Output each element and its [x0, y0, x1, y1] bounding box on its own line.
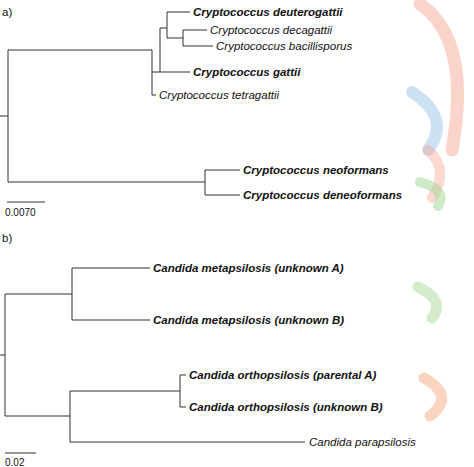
scale-bar	[7, 202, 45, 203]
taxon-label: Cryptococcus gattii	[193, 66, 300, 79]
scale-value: 0.02	[5, 456, 24, 467]
taxon-label: Cryptococcus deneoformans	[243, 189, 402, 202]
taxon-label: Cryptococcus deuterogattii	[193, 6, 343, 19]
tree-b	[0, 268, 305, 453]
scale-value: 0.0070	[5, 206, 36, 219]
taxon-label: Candida orthopsilosis (unknown B)	[189, 401, 383, 414]
taxon-label: Cryptococcus bacillisporus	[216, 40, 352, 53]
taxon-label: Candida metapsilosis (unknown B)	[153, 314, 344, 327]
panel-letter: a)	[2, 6, 12, 19]
taxon-label: Candida parapsilosis	[309, 436, 416, 449]
scale-bar	[5, 453, 36, 454]
taxon-label: Candida metapsilosis (unknown A)	[153, 262, 344, 275]
decor-ribbons	[412, 4, 458, 416]
taxon-label: Cryptococcus tetragattii	[159, 89, 279, 102]
taxon-label: Cryptococcus decagattii	[210, 24, 332, 37]
taxon-label: Cryptococcus neoformans	[243, 164, 389, 177]
panel-letter: b)	[2, 232, 12, 245]
tree-a	[0, 12, 240, 202]
taxon-label: Candida orthopsilosis (parental A)	[189, 369, 376, 382]
